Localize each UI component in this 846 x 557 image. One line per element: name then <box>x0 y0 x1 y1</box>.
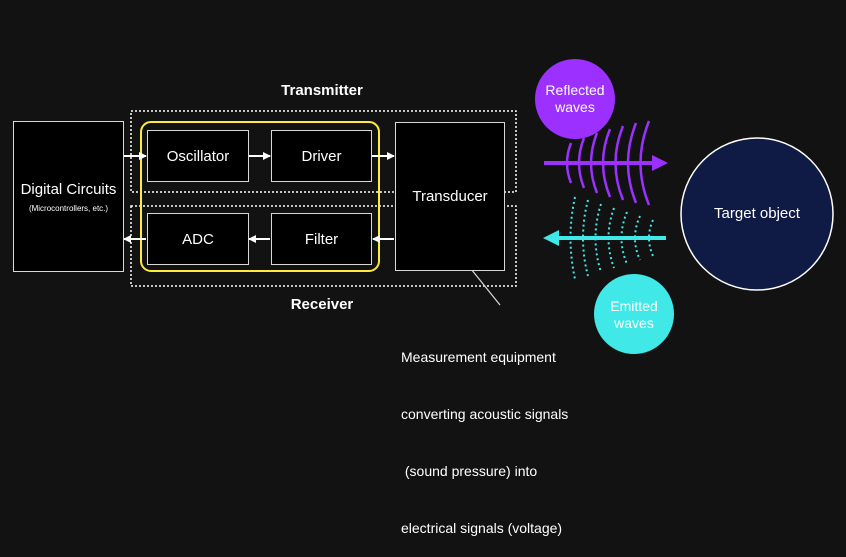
note-line-1: Measurement equipment <box>401 349 556 365</box>
transducer-block: Transducer <box>395 122 505 271</box>
digital-circuits-block: Digital Circuits (Microcontrollers, etc.… <box>13 121 124 272</box>
receiver-label: Receiver <box>290 296 354 313</box>
note-line-3: (sound pressure) into <box>401 463 538 479</box>
transmitter-label: Transmitter <box>281 82 363 99</box>
note-line-4: electrical signals (voltage) <box>401 520 563 536</box>
target-object-circle <box>680 137 834 291</box>
emitted-waves-line-1: Emitted <box>610 298 658 314</box>
digital-circuits-subtitle: (Microcontrollers, etc.) <box>28 203 109 213</box>
receiver-outline <box>130 205 517 287</box>
reflected-waves-line-2: waves <box>555 99 595 115</box>
reflected-wave-arrowhead <box>652 155 668 171</box>
emitted-waves-label: Emitted waves <box>594 298 674 332</box>
emitted-wave-arrowhead <box>543 230 559 246</box>
transmitter-outline <box>130 110 517 193</box>
reflected-waves-bubble <box>535 59 615 139</box>
filter-block: Filter <box>271 213 372 265</box>
note-line-2: converting acoustic signals <box>401 406 569 422</box>
adc-block: ADC <box>147 213 249 265</box>
target-object-label: Target object <box>714 205 800 222</box>
analog-front-end-highlight <box>140 121 380 272</box>
emitted-waves-bubble <box>594 274 674 354</box>
driver-block: Driver <box>271 130 372 182</box>
reflected-waves-label: Reflected waves <box>535 82 615 116</box>
emitted-waves-line-2: waves <box>614 315 654 331</box>
transducer-note: Measurement equipment converting acousti… <box>401 310 611 557</box>
digital-circuits-title: Digital Circuits <box>20 180 117 198</box>
diagram-graphics <box>123 59 834 354</box>
oscillator-block: Oscillator <box>147 130 249 182</box>
reflected-waves-line-1: Reflected <box>545 82 605 98</box>
